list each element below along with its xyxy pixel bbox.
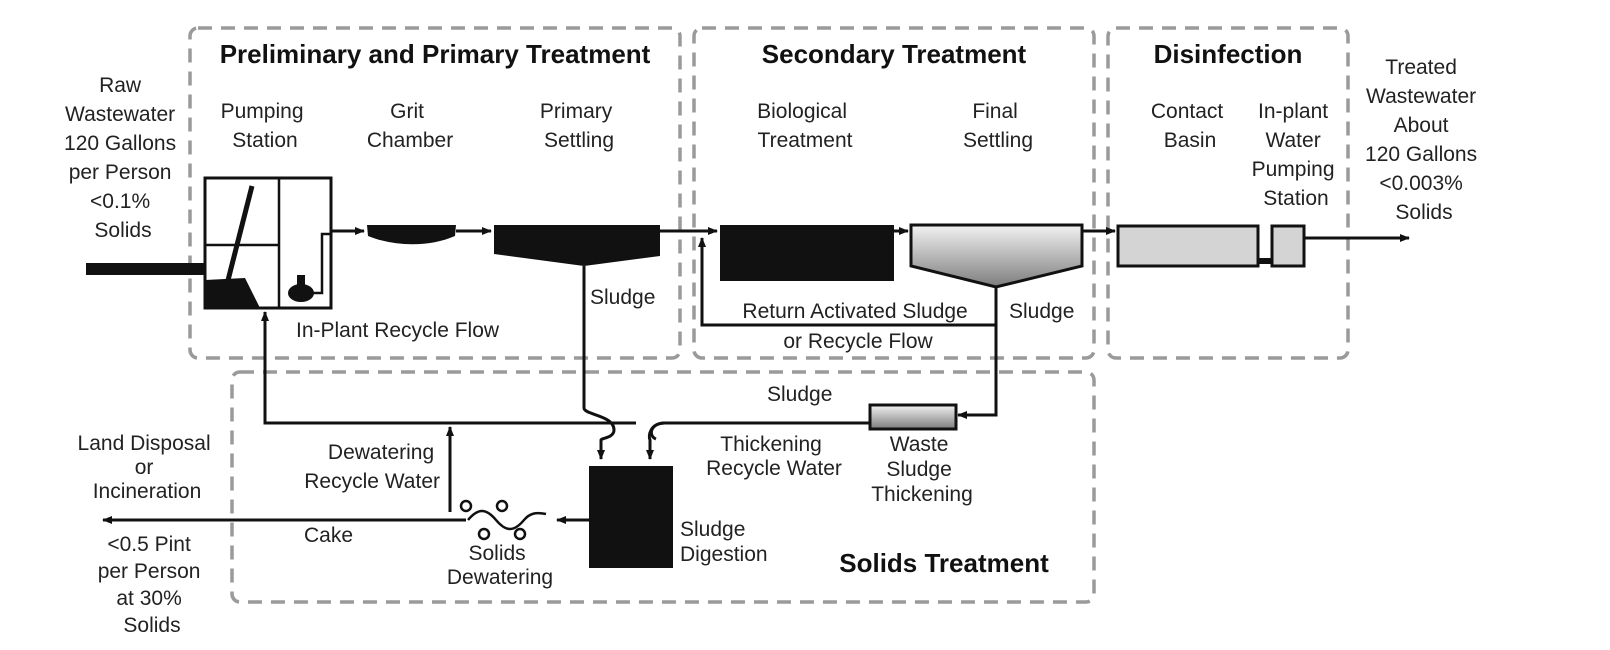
frame-disinfection [1106,26,1350,360]
frame-solids [230,370,1096,604]
contact-connector [1258,258,1272,264]
final-settling-label: Final Settling [963,100,1033,152]
cake-label: Cake [304,524,353,547]
raw-inlet-pipe [86,263,206,275]
title-solids: Solids Treatment [839,548,1049,578]
waste-sludge-thickening [868,403,958,431]
biological-treatment-label: Biological Treatment [757,100,853,152]
inplant-recycle-line [261,311,601,425]
thickened-sludge-to-digestion [646,421,666,460]
primary-settling-tank [494,225,660,266]
solids-dewatering-unit [459,499,547,541]
title-primary: Preliminary and Primary Treatment [220,39,651,69]
sludge-primary-label: Sludge [590,286,655,309]
primary-sludge-line [582,266,616,460]
sludge-final-label: Sludge [1009,300,1074,323]
biological-treatment-tank [720,225,894,281]
frame-secondary [692,26,1096,360]
inplant-pumping-station-label: In-plant Water Pumping Station [1252,100,1341,210]
sludge-digestion-label: Sludge Digestion [680,518,768,566]
pumping-station-label: Pumping Station [221,100,310,152]
thickening-recycle-label: Thickening Recycle Water [706,433,842,480]
inplant-recycle-label: In-Plant Recycle Flow [296,319,500,342]
dewatering-recycle-label: Dewatering Recycle Water [304,441,440,493]
sludge-to-thickening-label: Sludge [767,383,832,406]
solids-dewatering-label: Solids Dewatering [447,542,553,589]
inplant-pumping-station [1270,224,1306,268]
return-activated-sludge-line [698,237,998,327]
title-secondary: Secondary Treatment [762,39,1027,69]
contact-basin [1116,224,1260,268]
raw-wastewater-label: Raw Wastewater 120 Gallons per Person <0… [64,74,182,242]
grit-chamber-label: Grit Chamber [367,100,453,152]
land-disposal-label: Land Disposal or Incineration [78,432,217,503]
contact-basin-label: Contact Basin [1151,100,1229,152]
waste-sludge-line [957,325,998,419]
primary-settling-label: Primary Settling [540,100,618,152]
final-settling-tank [909,223,1084,289]
sludge-digestion-tank [589,466,673,568]
cake-output-label: <0.5 Pint per Person at 30% Solids [98,533,207,637]
waste-sludge-thickening-label: Waste Sludge Thickening [871,433,973,506]
grit-chamber [367,225,456,245]
title-disinfection: Disinfection [1154,39,1303,69]
return-activated-sludge-label: Return Activated Sludge or Recycle Flow [742,300,973,353]
pumping-station [203,176,333,310]
treated-wastewater-label: Treated Wastewater About 120 Gallons <0.… [1365,56,1483,224]
frame-primary [188,26,682,360]
